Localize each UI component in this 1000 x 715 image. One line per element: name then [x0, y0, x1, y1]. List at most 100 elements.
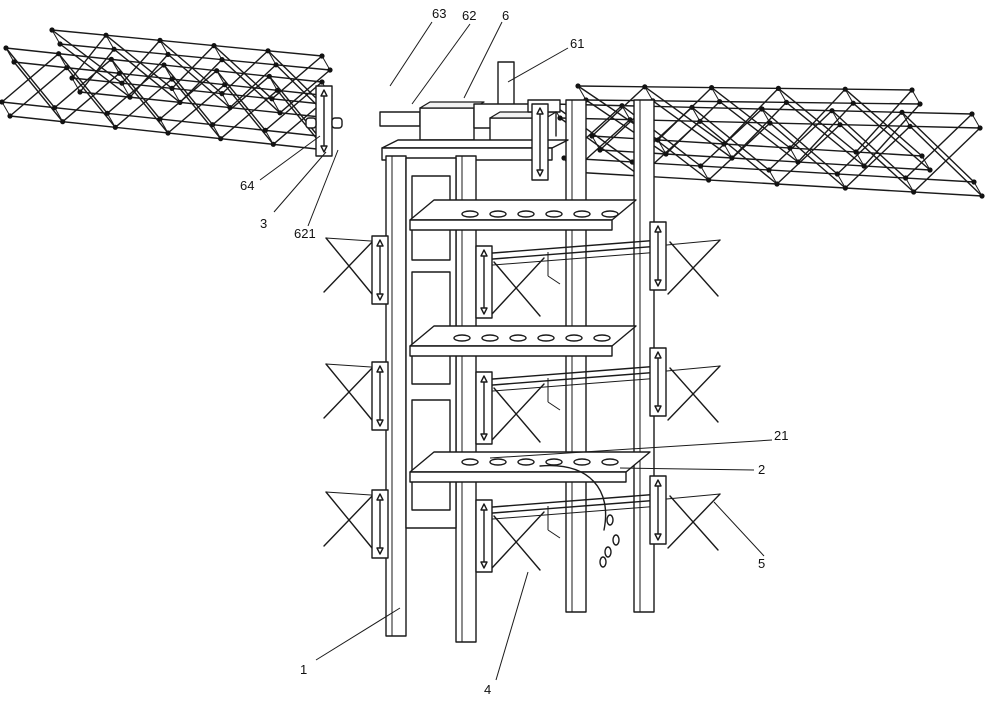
- bracket-arrow-head: [480, 561, 488, 569]
- callout-leaders: [259, 21, 773, 681]
- shelf-hole: [601, 458, 619, 466]
- left-truss-tie: [110, 59, 120, 74]
- left-truss-strut: [53, 58, 113, 109]
- callout-6: 6: [502, 8, 509, 23]
- left-truss-back-tie: [321, 55, 331, 71]
- left-truss-back-strut: [213, 44, 273, 100]
- bracket-roller: [331, 117, 343, 129]
- left-truss-back-tie: [105, 34, 115, 50]
- right-truss-strut: [912, 127, 981, 193]
- tier-rail: [479, 499, 661, 515]
- tier-support: [547, 529, 561, 539]
- tier-rail: [479, 239, 661, 255]
- right-truss-tie: [836, 173, 846, 189]
- right-folding-truss: [549, 83, 985, 199]
- right-truss-strut: [836, 111, 903, 175]
- right-truss-back-strut: [652, 100, 733, 159]
- left-truss-back-strut: [267, 50, 323, 105]
- front-x-rack-bar: [493, 387, 541, 443]
- right-truss-tie: [691, 107, 701, 122]
- tier-support: [547, 401, 561, 411]
- right-truss-strut: [904, 113, 973, 179]
- left-truss-back-strut: [179, 58, 223, 104]
- left-truss-back-strut: [129, 53, 169, 98]
- right-x-rack-bar: [669, 241, 719, 297]
- left-truss-tie: [268, 76, 278, 91]
- right-truss-back-strut: [777, 87, 857, 153]
- left-truss-strut: [1, 52, 60, 103]
- bracket-arrow-head: [480, 375, 488, 383]
- callout-1: 1: [300, 662, 307, 677]
- right-x-rack-bar: [667, 239, 721, 295]
- left-truss-back-tie: [267, 50, 277, 66]
- bracket-arrow-head: [376, 239, 384, 247]
- shelf-hole: [481, 334, 499, 342]
- callout-3: 3: [260, 216, 267, 231]
- left-truss-back-strut: [71, 34, 107, 79]
- right-truss-back-strut: [844, 88, 923, 157]
- right-truss-back-tie: [577, 85, 587, 101]
- left-truss-tie: [106, 113, 116, 128]
- tier-support: [547, 275, 561, 285]
- right-truss-tie: [831, 110, 841, 125]
- right-x-rack-bar: [669, 367, 719, 423]
- left-truss-back-strut: [229, 64, 277, 109]
- right-x-rack-bar: [669, 495, 719, 551]
- left-truss-tie: [216, 70, 226, 85]
- shelf-hole: [573, 458, 591, 466]
- slide-brackets: [305, 85, 667, 573]
- left-truss-back-tie: [171, 88, 181, 103]
- right-truss-tie: [700, 165, 710, 181]
- left-truss-back-rail: [71, 77, 323, 105]
- left-truss-back-strut: [159, 39, 223, 95]
- left-truss-back-strut: [271, 55, 323, 100]
- shelf-hole: [593, 334, 611, 342]
- callout-621: 621: [294, 226, 316, 241]
- shelf-hole: [573, 210, 591, 218]
- bracket-arrow-head: [480, 433, 488, 441]
- right-truss-back-tie: [777, 88, 787, 103]
- shelf-hole: [461, 210, 479, 218]
- right-truss-back-strut: [710, 86, 791, 149]
- left-truss-strut: [219, 89, 279, 140]
- bracket-arrow-head: [320, 145, 328, 153]
- tier-rail: [479, 371, 661, 387]
- right-truss-back-tie: [844, 88, 854, 104]
- right-truss-tie: [621, 105, 631, 120]
- bracket-arrow-head: [376, 547, 384, 555]
- right-truss-back-tie: [911, 89, 921, 105]
- front-x-rack-bar: [491, 511, 545, 569]
- left-truss-tie: [54, 107, 64, 122]
- left-truss-joint: [60, 119, 66, 125]
- right-truss-back-tie: [591, 135, 601, 151]
- right-truss-back-strut: [644, 86, 725, 145]
- right-truss-tie: [973, 181, 983, 197]
- left-truss-back-rail: [51, 29, 323, 57]
- bracket-arrow-head: [654, 225, 662, 233]
- callout-62: 62: [462, 8, 476, 23]
- shelf-hole: [453, 334, 471, 342]
- left-truss-strut: [211, 75, 271, 126]
- bracket-arrow-head: [376, 419, 384, 427]
- right-truss-back-strut: [665, 100, 721, 155]
- right-truss-back-strut: [789, 88, 846, 149]
- left-x-rack-bar: [323, 239, 375, 293]
- bracket-arrow-head: [376, 493, 384, 501]
- left-truss-strut: [106, 64, 165, 115]
- callout-63: 63: [432, 6, 446, 21]
- right-truss-back-tie: [657, 139, 667, 155]
- bracket-arrow-head: [480, 503, 488, 511]
- bracket-arrow-head: [536, 107, 544, 115]
- callout-4: 4: [484, 682, 491, 697]
- tier-rail: [479, 505, 661, 521]
- side-drying-racks: [323, 237, 721, 571]
- right-truss-back-strut: [718, 100, 799, 163]
- left-x-rack-bar: [323, 365, 375, 419]
- left-truss-back-tie: [159, 40, 169, 55]
- bracket-arrow-head: [654, 351, 662, 359]
- left-truss-strut: [167, 83, 226, 134]
- shelf-hole: [565, 334, 583, 342]
- left-truss-back-tie: [213, 45, 223, 60]
- right-truss-back-strut: [855, 89, 913, 153]
